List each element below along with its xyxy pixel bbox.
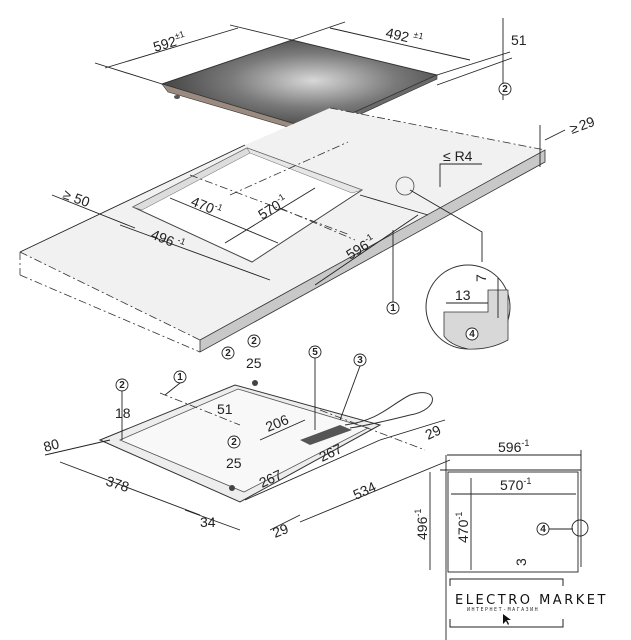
cutout-plan-view: 596-1 570-1 496-1 470-1 4 3	[413, 438, 589, 640]
svg-text:570-1: 570-1	[500, 476, 531, 493]
svg-text:596-1: 596-1	[498, 438, 529, 455]
hob-width-label: 592	[151, 33, 178, 55]
watermark-subtitle: ИНТЕРНЕТ-МАГАЗИН	[467, 607, 539, 613]
plan-gap-label: 3	[513, 558, 529, 566]
plan-outer-depth-label: 496	[414, 516, 430, 540]
callout-2: 2	[251, 336, 257, 347]
callout-1: 1	[390, 303, 396, 314]
hob-width-tolerance: ±1	[173, 29, 185, 41]
callout-4: 4	[469, 329, 475, 340]
dim-34: 34	[200, 514, 216, 530]
dim-80: 80	[42, 435, 61, 455]
watermark-title: ELECTRO MARKET	[455, 593, 608, 608]
callout-4: 4	[540, 524, 546, 535]
dim-29: 29	[423, 422, 444, 443]
plan-outer-width-label: 596	[498, 439, 522, 455]
plan-inner-width-label: 570	[500, 477, 524, 493]
hob-depth-tolerance: ±1	[413, 30, 425, 42]
step-depth-label: 7	[473, 274, 489, 282]
dim-51: 51	[217, 401, 233, 417]
callout-circle	[386, 301, 400, 315]
svg-text:470-1: 470-1	[454, 512, 471, 543]
svg-text:592±1: 592±1	[151, 29, 188, 55]
worktop	[19, 107, 546, 353]
dim-18: 18	[115, 405, 131, 421]
hob-dimensions: 592±1 492±1 51 2	[94, 18, 527, 100]
callout-circle	[498, 82, 512, 96]
dim-378: 378	[104, 473, 131, 496]
callout-1: 1	[177, 372, 183, 383]
inner-depth-tolerance: -1	[213, 201, 224, 213]
callout-2: 2	[119, 380, 125, 391]
dim-534: 534	[351, 478, 379, 502]
edge-detail: 13 7 4	[409, 189, 511, 350]
dim-25: 25	[226, 455, 242, 471]
callout-3: 3	[357, 355, 363, 366]
edge-distance-label: ≥ 50	[61, 186, 92, 210]
plan-inner-depth-label: 470	[455, 519, 471, 543]
cursor-icon	[503, 614, 511, 625]
tolerance: -1	[523, 476, 531, 486]
tolerance: -1	[454, 512, 464, 520]
callout-2: 2	[231, 437, 237, 448]
tolerance: -1	[413, 509, 423, 517]
callout-2: 2	[502, 84, 508, 95]
corner-radius-label: ≤ R4	[443, 148, 473, 164]
svg-text:496-1: 496-1	[413, 509, 430, 540]
electro-market-watermark: ELECTRO MARKET ИНТЕРНЕТ-МАГАЗИН	[449, 578, 608, 628]
outer-depth-tolerance: -1	[176, 235, 187, 247]
callout-2: 2	[225, 348, 231, 359]
dim-29: 29	[270, 520, 291, 541]
dim-25: 25	[246, 355, 262, 371]
callout-5: 5	[312, 347, 318, 358]
svg-text:≥29: ≥29	[568, 113, 597, 137]
hob-depth-label: 492	[384, 24, 411, 45]
step-width-label: 13	[455, 287, 471, 303]
hob-height-label: 51	[511, 32, 527, 48]
underside-callouts: 2 2 2 1 5 3 2	[115, 334, 367, 449]
tolerance: -1	[521, 438, 529, 448]
svg-text:492±1: 492±1	[384, 23, 424, 48]
worktop-thickness-label: 29	[577, 113, 597, 133]
